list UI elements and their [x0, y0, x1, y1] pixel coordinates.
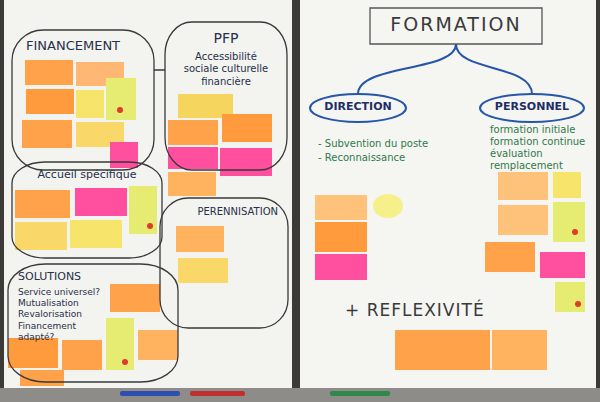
heading-text: FORMATION [378, 13, 534, 37]
topic-region: FINANCEMENT [12, 30, 154, 170]
heading-text: FINANCEMENT [26, 38, 140, 54]
list-item: formation continue [490, 136, 585, 147]
connector-line [358, 44, 456, 94]
note-text: + REFLEXIVITÉ [345, 300, 485, 320]
list-item: remplacement [490, 160, 563, 171]
title-box: FORMATION [370, 8, 542, 44]
topic-region: Accueil spécifique [12, 162, 162, 258]
paper-sheet [300, 0, 596, 390]
category-oval: PERSONNEL [480, 94, 584, 122]
heading-text: SOLUTIONS [18, 270, 168, 284]
connector-line [154, 69, 165, 70]
topic-region: PERENNISATION [160, 198, 288, 328]
body-text: Service universel? Mutualisation Revalor… [18, 287, 104, 343]
topic-region: SOLUTIONS Service universel? Mutualisatio… [8, 264, 178, 382]
marker [330, 391, 390, 396]
heading-text: DIRECTION [318, 100, 398, 114]
topic-region: PFP Accessibilité sociale culturelle fina… [165, 22, 287, 170]
easel-tray [0, 388, 600, 402]
marker [190, 391, 245, 396]
marker [120, 391, 180, 396]
category-oval: DIRECTION [310, 94, 406, 122]
heading-text: PERSONNEL [488, 100, 576, 114]
body-text: Accessibilité sociale culturelle financi… [179, 51, 273, 89]
sticky-notes [8, 60, 585, 386]
connector-line [456, 44, 532, 94]
outline-shape [160, 198, 288, 328]
paper-sheet [4, 0, 292, 390]
list-item: formation initiale [490, 124, 575, 135]
heading-text: PFP [179, 30, 273, 48]
heading-text: Accueil spécifique [24, 168, 150, 182]
list-item: - Reconnaissance [318, 152, 405, 163]
list-item: - Subvention du poste [318, 138, 428, 149]
list-item: évaluation [490, 148, 543, 159]
heading-text: PERENNISATION [170, 206, 278, 219]
